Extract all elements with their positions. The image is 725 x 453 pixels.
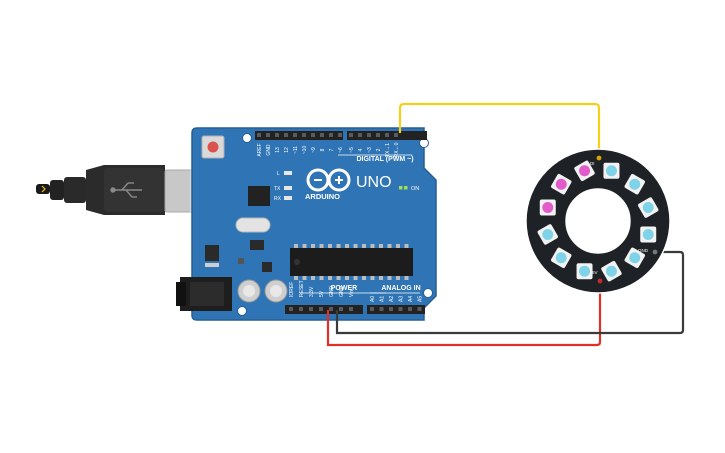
digital-pin-label: ~11: [293, 146, 299, 154]
power-pin-5[interactable]: [339, 307, 343, 311]
analog-header: [367, 305, 425, 314]
ring-pixel-9[interactable]: [539, 199, 556, 216]
power-header: [285, 305, 363, 314]
analog-pin-1[interactable]: [379, 307, 384, 311]
capacitors: [237, 279, 288, 303]
analog-pin-5[interactable]: [417, 307, 422, 311]
analog-pin-label: A4: [408, 296, 414, 302]
power-pin-label: GND: [339, 286, 345, 298]
on-led-label: ON: [411, 186, 419, 192]
analog-pin-3[interactable]: [398, 307, 403, 311]
digital-pin-9[interactable]: [338, 133, 342, 137]
digital-header-label: DIGITAL (PWM ~): [356, 156, 413, 163]
digital-pin-label: AREF: [257, 143, 263, 156]
digital-pin-label: ~9: [311, 147, 317, 153]
digital-pin-label: 2: [376, 148, 382, 151]
digital-pin-5[interactable]: [302, 133, 306, 137]
power-pin-3[interactable]: [319, 307, 323, 311]
digital-pin-14[interactable]: [385, 133, 389, 137]
digital-pin-4[interactable]: [293, 133, 297, 137]
ring-pixel-1[interactable]: [624, 173, 646, 195]
power-pin-2[interactable]: [309, 307, 313, 311]
svg-text:RX: RX: [274, 196, 282, 202]
crystal: [235, 217, 271, 233]
analog-pin-label: A1: [380, 296, 386, 302]
analog-header-label: ANALOG IN: [381, 285, 420, 292]
analog-pin-label: A2: [389, 296, 395, 302]
usb-chip: [248, 186, 270, 206]
digital-pin-2[interactable]: [275, 133, 279, 137]
digital-pin-3[interactable]: [284, 133, 288, 137]
digital-pin-label: 13: [275, 147, 281, 153]
digital-pin-15[interactable]: [394, 133, 398, 137]
digital-pin-label: 8: [320, 148, 326, 151]
digital-pin-7[interactable]: [320, 133, 324, 137]
svg-text:TX: TX: [274, 186, 281, 192]
ring-di-label: DI: [590, 161, 595, 166]
digital-pin-label: ~6: [338, 147, 344, 153]
ring-5v-label: 5V: [592, 270, 598, 275]
neopixel-ring[interactable]: DI 5V GND: [525, 148, 671, 294]
ring-pixel-4[interactable]: [624, 247, 646, 269]
analog-pin-0[interactable]: [370, 307, 374, 311]
board-brand: ARDUINO: [305, 192, 340, 201]
power-header-label: POWER: [331, 285, 357, 292]
ring-pixel-3[interactable]: [640, 226, 657, 243]
digital-pin-10[interactable]: [349, 133, 353, 137]
ground-wire[interactable]: [335, 250, 685, 335]
power-wire[interactable]: [326, 278, 602, 347]
digital-pin-label: TX→1: [385, 143, 391, 157]
digital-pin-11[interactable]: [358, 133, 362, 137]
digital-pin-label: 7: [329, 148, 335, 151]
digital-pin-12[interactable]: [367, 133, 371, 137]
ring-pixel-6[interactable]: [576, 263, 593, 280]
digital-pin-0[interactable]: [257, 133, 261, 137]
analog-pin-2[interactable]: [389, 307, 393, 311]
digital-pin-label: ~3: [367, 147, 373, 153]
power-pin-4[interactable]: [329, 307, 333, 311]
digital-pin-8[interactable]: [329, 133, 333, 137]
digital-pin-label: ~5: [349, 147, 355, 153]
regulator: [205, 245, 219, 261]
svg-text:L: L: [277, 171, 280, 177]
power-pin-label: 5V: [319, 290, 325, 297]
analog-pin-label: A3: [399, 296, 405, 302]
digital-pin-label: 4: [358, 148, 364, 151]
power-pin-0[interactable]: [289, 307, 293, 311]
analog-pin-4[interactable]: [408, 307, 412, 311]
analog-pin-label: A0: [370, 296, 376, 302]
digital-pin-label: GND: [266, 144, 272, 156]
digital-pin-1[interactable]: [266, 133, 270, 137]
reset-button[interactable]: [201, 135, 225, 159]
ring-pixel-8[interactable]: [537, 224, 559, 246]
power-pin-label: 3.3V: [309, 286, 315, 297]
ring-gnd-label: GND: [638, 248, 649, 253]
board-model: UNO: [356, 174, 392, 191]
power-pin-1[interactable]: [299, 307, 303, 311]
ring-pixel-0[interactable]: [603, 162, 620, 179]
atmega-chip: [290, 244, 413, 280]
digital-pin-label: ~10: [302, 146, 308, 155]
arduino-logo: [306, 168, 351, 192]
status-leds: L TX RX: [274, 171, 292, 202]
power-pin-label: GND: [329, 286, 335, 298]
digital-pin-label: 12: [284, 147, 290, 153]
ring-pixel-7[interactable]: [550, 247, 572, 269]
digital-pin-13[interactable]: [376, 133, 380, 137]
ring-pixel-11[interactable]: [574, 160, 596, 182]
ring-pixel-10[interactable]: [550, 173, 572, 195]
signal-wire[interactable]: [398, 102, 601, 158]
ring-pixel-5[interactable]: [601, 260, 623, 282]
analog-pin-label: A5: [418, 296, 424, 302]
digital-pin-6[interactable]: [311, 133, 315, 137]
power-pin-6[interactable]: [349, 307, 353, 311]
digital-pin-label: RX←0: [394, 142, 400, 157]
power-jack[interactable]: [176, 277, 232, 311]
ring-pixel-2[interactable]: [637, 197, 659, 219]
power-pin-label: RESET: [299, 280, 305, 297]
usb-icon: [110, 182, 142, 198]
power-pin-label: IOREF: [289, 282, 295, 297]
